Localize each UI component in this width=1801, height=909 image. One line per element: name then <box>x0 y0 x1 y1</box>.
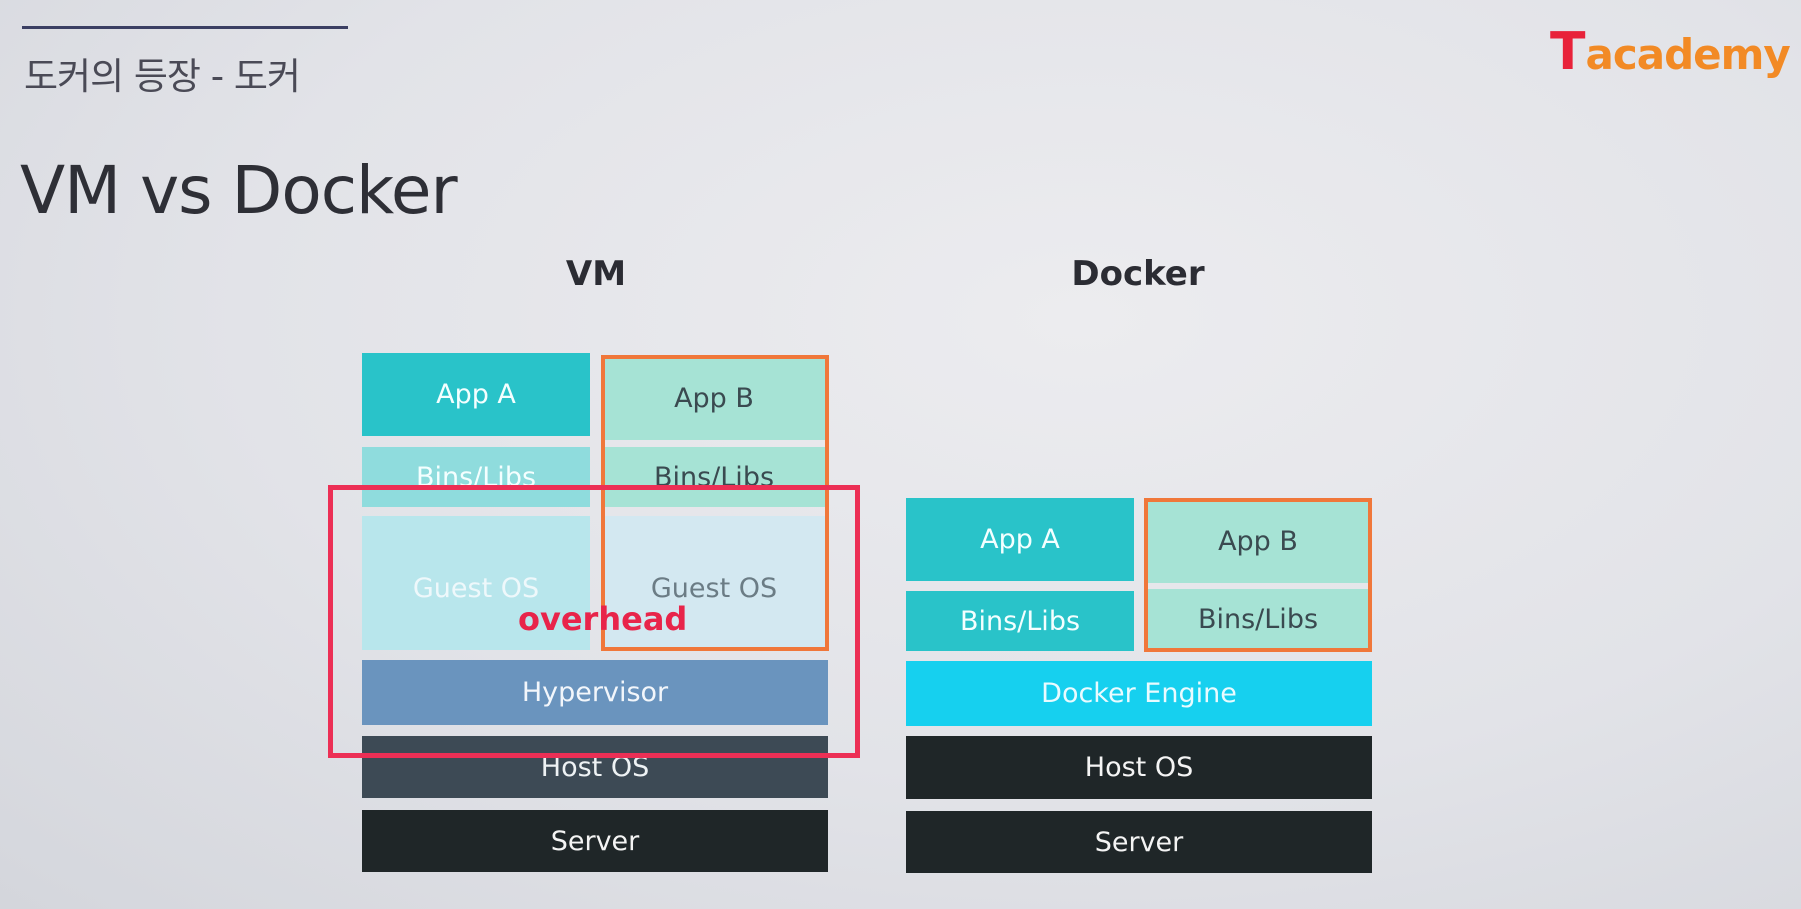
logo-t: T <box>1550 22 1586 82</box>
docker-app-b: App B <box>1148 500 1368 583</box>
vm-app-a: App A <box>362 353 590 436</box>
vm-title: VM <box>565 254 627 294</box>
vm-guest-os-b: Guest OS <box>603 516 825 650</box>
vm-guest-os-a: Guest OS <box>362 516 590 650</box>
tacademy-logo: T academy <box>1550 22 1791 82</box>
top-rule <box>22 26 348 29</box>
vm-bins-libs-b: Bins/Libs <box>603 447 825 507</box>
docker-engine: Docker Engine <box>906 661 1372 726</box>
docker-app-a: App A <box>906 498 1134 581</box>
docker-host-os: Host OS <box>906 736 1372 799</box>
docker-title: Docker <box>1071 254 1205 294</box>
vm-app-b-highlight <box>601 355 829 651</box>
vm-app-b: App B <box>603 357 825 440</box>
docker-bins-libs-b: Bins/Libs <box>1148 589 1368 649</box>
vm-hypervisor: Hypervisor <box>362 660 828 725</box>
docker-server: Server <box>906 811 1372 873</box>
overhead-label: overhead <box>518 600 688 638</box>
vm-server: Server <box>362 810 828 872</box>
overhead-highlight <box>328 485 860 758</box>
docker-bins-libs-a: Bins/Libs <box>906 591 1134 651</box>
section-title: 도커의 등장 - 도커 <box>24 55 301 98</box>
logo-academy: academy <box>1585 30 1790 79</box>
docker-app-b-highlight <box>1144 498 1372 652</box>
slide-title: VM vs Docker <box>20 152 458 229</box>
vm-host-os: Host OS <box>362 736 828 798</box>
